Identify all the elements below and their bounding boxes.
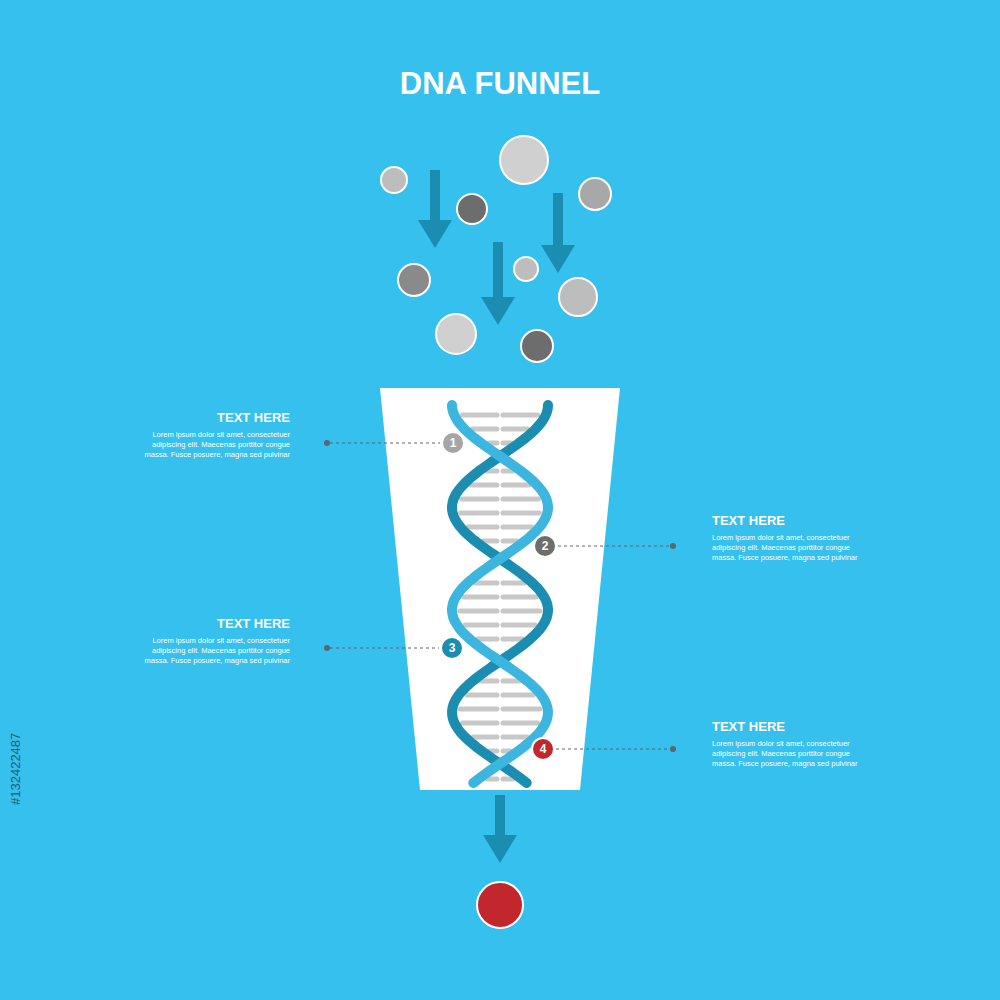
text-block: TEXT HERE Lorem ipsum dolor sit amet, con… <box>712 719 862 769</box>
base-pair <box>503 427 528 432</box>
callout-circle: 4 <box>531 737 555 761</box>
callout-number: 4 <box>540 743 547 755</box>
block-body: Lorem ipsum dolor sit amet, consectetuer… <box>140 430 290 460</box>
base-pair <box>503 483 529 488</box>
text-block: TEXT HERE Lorem ipsum dolor sit amet, con… <box>140 616 290 666</box>
output-dot <box>477 882 523 928</box>
falling-particles <box>381 136 611 362</box>
base-pair <box>464 595 497 600</box>
base-pair <box>503 525 532 530</box>
base-pair <box>468 525 497 530</box>
callout-circle: 2 <box>533 534 557 558</box>
base-pair <box>461 511 497 516</box>
base-pair <box>503 637 522 642</box>
base-pair <box>481 679 497 684</box>
callout-number: 3 <box>449 642 456 654</box>
base-pair <box>503 413 538 418</box>
base-pair <box>503 497 538 502</box>
watermark-id: #132422487 <box>8 733 23 805</box>
callout-number: 1 <box>450 437 457 449</box>
title: DNA FUNNEL <box>0 66 1000 102</box>
block-heading: TEXT HERE <box>712 513 862 528</box>
callout-circle: 1 <box>441 431 465 455</box>
base-pair <box>462 413 497 418</box>
base-pair <box>471 483 497 488</box>
base-pair <box>503 595 536 600</box>
block-body: Lorem ipsum dolor sit amet, consectetuer… <box>712 533 862 563</box>
text-block: TEXT HERE Lorem ipsum dolor sit amet, con… <box>140 410 290 460</box>
block-heading: TEXT HERE <box>140 410 290 425</box>
base-pair <box>462 497 497 502</box>
block-body: Lorem ipsum dolor sit amet, consectetuer… <box>140 636 290 666</box>
base-pair <box>473 735 497 740</box>
block-body: Lorem ipsum dolor sit amet, consectetuer… <box>712 739 862 769</box>
base-pair <box>460 609 497 614</box>
base-pair <box>503 623 535 628</box>
base-pair <box>465 623 497 628</box>
base-pair <box>472 427 497 432</box>
base-pair <box>478 637 497 642</box>
base-pair <box>503 693 533 698</box>
base-pair <box>467 693 497 698</box>
dna-helix <box>452 405 548 783</box>
base-pair <box>503 735 527 740</box>
base-pair <box>503 721 538 726</box>
funnel <box>380 388 620 790</box>
leader-lines <box>324 440 676 752</box>
block-heading: TEXT HERE <box>712 719 862 734</box>
base-pair <box>503 511 539 516</box>
base-pair <box>476 581 497 586</box>
base-pair <box>503 679 519 684</box>
block-heading: TEXT HERE <box>140 616 290 631</box>
callout-number: 2 <box>542 540 549 552</box>
base-pair <box>503 581 524 586</box>
base-pair <box>503 707 540 712</box>
base-pair <box>503 609 540 614</box>
dna-strand <box>452 405 548 783</box>
base-pair <box>460 707 497 712</box>
callout-circle: 3 <box>440 636 464 660</box>
base-pair <box>462 721 497 726</box>
text-block: TEXT HERE Lorem ipsum dolor sit amet, con… <box>712 513 862 563</box>
dna-strand <box>452 405 548 783</box>
